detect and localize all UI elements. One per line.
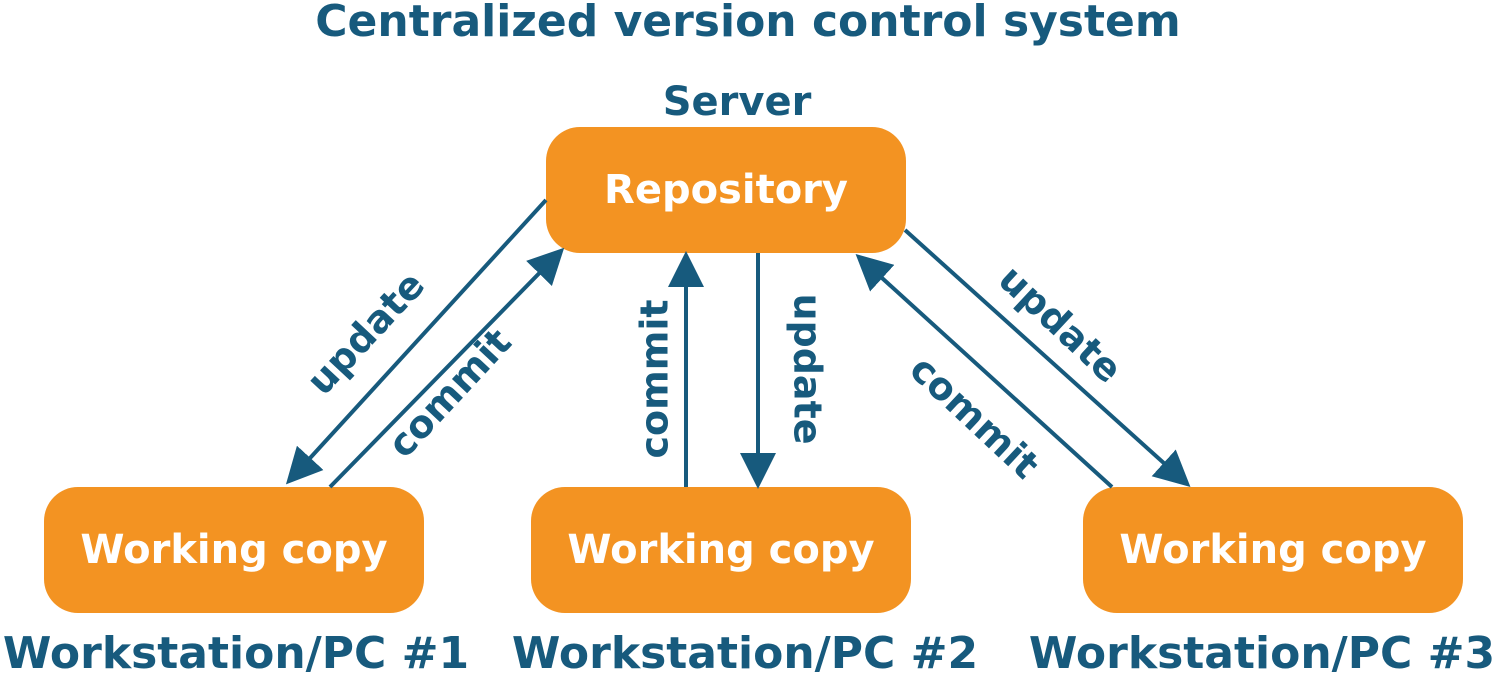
repository-label: Repository bbox=[604, 167, 848, 213]
arrow-update-3 bbox=[903, 228, 1191, 488]
working-copy-label-2: Working copy bbox=[567, 527, 875, 573]
workstation-label-2: Workstation/PC #2 bbox=[511, 628, 979, 679]
arrow-update-1 bbox=[285, 198, 548, 485]
server-label: Server bbox=[662, 79, 812, 125]
working-copy-node-2: Working copy bbox=[531, 487, 911, 613]
diagram-title: Centralized version control system bbox=[315, 0, 1181, 47]
working-copy-label-1: Working copy bbox=[80, 527, 388, 573]
repository-node: Repository bbox=[546, 127, 906, 253]
working-copy-label-3: Working copy bbox=[1119, 527, 1427, 573]
arrow-label-update-2: update bbox=[785, 293, 830, 445]
workstation-label-1: Workstation/PC #1 bbox=[2, 628, 470, 679]
arrow-label-commit-2: commit bbox=[632, 299, 677, 459]
working-copy-node-3: Working copy bbox=[1083, 487, 1463, 613]
arrow-commit-1 bbox=[328, 247, 565, 489]
arrow-commit-3 bbox=[855, 253, 1114, 489]
working-copy-node-1: Working copy bbox=[44, 487, 424, 613]
workstation-label-3: Workstation/PC #3 bbox=[1028, 628, 1495, 679]
